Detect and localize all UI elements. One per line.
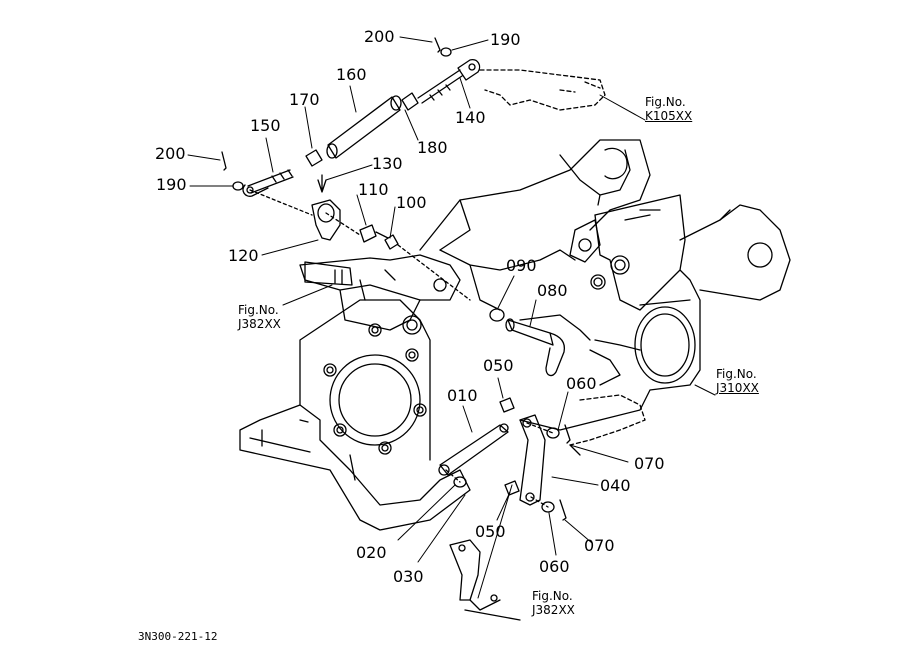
part-label-200-left: 200	[155, 144, 186, 163]
part-label-060-top: 060	[566, 374, 597, 393]
part-label-050-top: 050	[483, 356, 514, 375]
figure-ref-number: J310XX	[716, 381, 759, 395]
part-label-010: 010	[447, 386, 478, 405]
part-label-190-top: 190	[490, 30, 521, 49]
part-label-080: 080	[537, 281, 568, 300]
part-label-120: 120	[228, 246, 259, 265]
part-label-070-bottom: 070	[584, 536, 615, 555]
drawing-code: 3N300-221-12	[138, 630, 218, 643]
part-label-030: 030	[393, 567, 424, 586]
part-label-150: 150	[250, 116, 281, 135]
figure-ref-number: J382XX	[532, 603, 575, 617]
part-label-130: 130	[372, 154, 403, 173]
lower-linkage	[438, 308, 571, 621]
figure-ref-number: K105XX	[645, 109, 693, 123]
part-label-100: 100	[396, 193, 427, 212]
figure-ref-caption: Fig.No.	[532, 589, 573, 603]
part-label-140: 140	[455, 108, 486, 127]
leader-lines	[187, 36, 716, 599]
part-label-110: 110	[358, 180, 389, 199]
part-label-180: 180	[417, 138, 448, 157]
figure-ref-caption: Fig.No.	[645, 95, 686, 109]
turnbuckle-assembly	[221, 37, 481, 301]
part-label-040: 040	[600, 476, 631, 495]
figure-ref-j310xx: Fig.No. J310XX	[716, 367, 759, 395]
figure-ref-caption: Fig.No.	[238, 303, 279, 317]
housing-body	[239, 69, 791, 531]
figure-ref-j382xx-left: Fig.No. J382XX	[238, 303, 281, 331]
part-label-050-bottom: 050	[475, 522, 506, 541]
figure-ref-number: J382XX	[238, 317, 281, 331]
part-label-160: 160	[336, 65, 367, 84]
part-label-190-left: 190	[156, 175, 187, 194]
part-label-070-top: 070	[634, 454, 665, 473]
figure-ref-j382xx-bottom: Fig.No. J382XX	[532, 589, 575, 617]
part-label-170: 170	[289, 90, 320, 109]
part-label-020: 020	[356, 543, 387, 562]
part-label-090: 090	[506, 256, 537, 275]
part-label-200-top: 200	[364, 27, 395, 46]
figure-ref-caption: Fig.No.	[716, 367, 757, 381]
part-label-060-bottom: 060	[539, 557, 570, 576]
figure-ref-k105xx: Fig.No. K105XX	[645, 95, 692, 123]
